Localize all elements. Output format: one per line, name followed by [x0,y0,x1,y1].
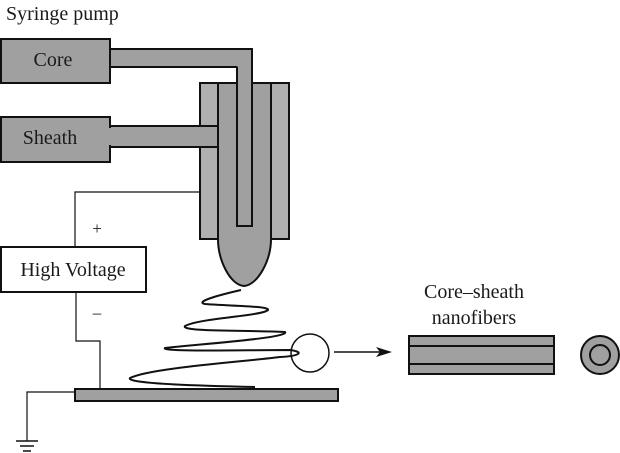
product-label-line1: Core–sheath [424,281,524,303]
ground-wire [26,391,75,441]
core-label: Core [34,49,73,71]
high-voltage-supply [0,246,147,293]
collector-plate [74,388,339,402]
syringe-pump-title: Syringe pump [6,3,119,25]
magnify-circle [290,333,330,373]
sheath-label: Sheath [23,127,77,149]
core-syringe [0,38,111,84]
core-tube-fill [238,50,251,86]
positive-wire [74,191,200,248]
whipping-jet [128,289,300,388]
sheath-tube-joint [108,128,112,145]
product-label-line2: nanofibers [432,307,517,329]
ground-icon [16,440,38,452]
arrow-head-icon [376,347,392,357]
nanofiber-cross-section [580,335,620,375]
negative-wire [75,292,101,389]
positive-sign: + [92,219,102,238]
negative-sign: – [92,303,102,322]
nanofiber-side-view [408,335,555,375]
sheath-feed-tube [109,125,219,148]
outer-needle-right-wall [270,82,290,240]
high-voltage-label: High Voltage [20,259,125,281]
core-inner-tube [236,49,253,227]
outer-needle-left-wall [199,82,219,240]
